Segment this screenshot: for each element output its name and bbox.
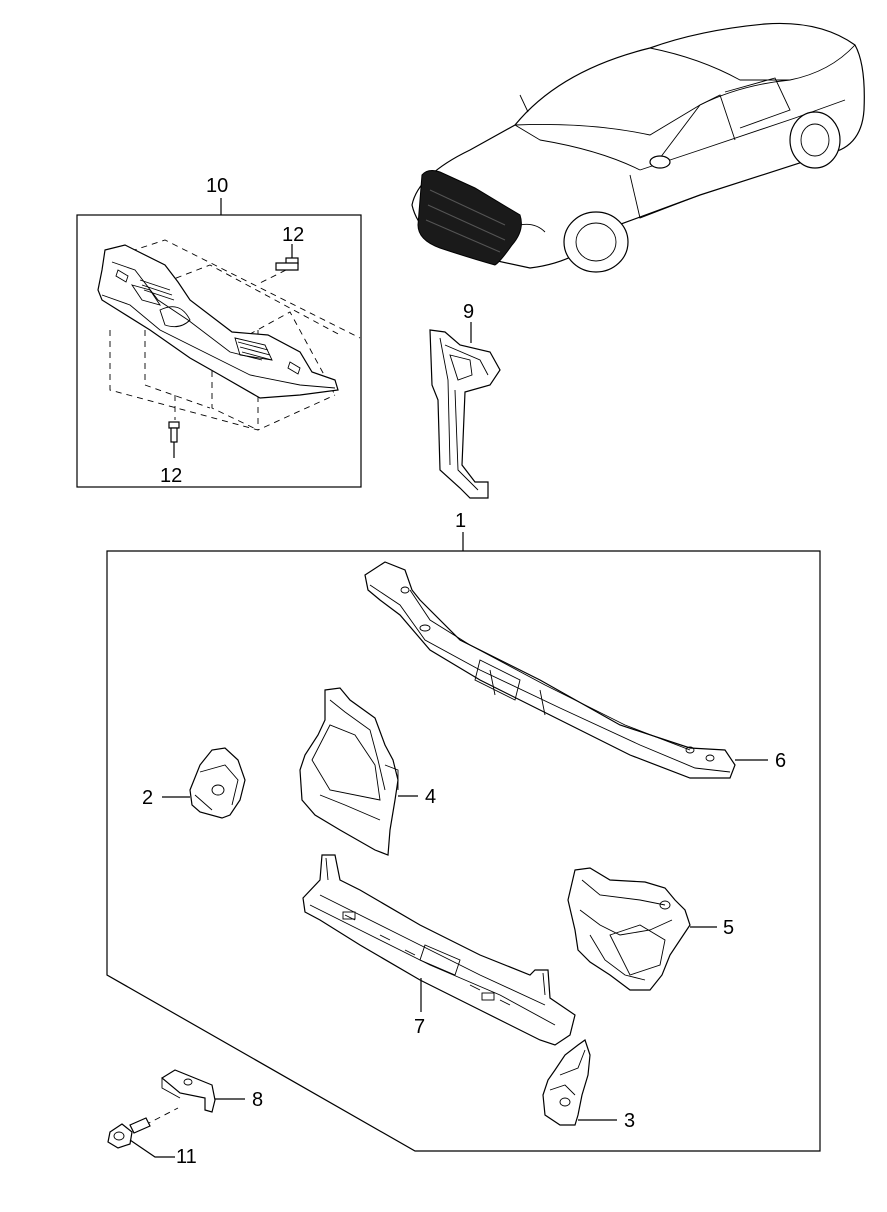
part-5-side-panel	[567, 867, 691, 991]
callout-10: 10	[206, 175, 228, 197]
dashed-guide-8-11	[144, 1107, 179, 1126]
assembly-box-1	[106, 532, 821, 1152]
part-6-upper-crossmember	[364, 561, 736, 779]
part-8-nut-plate	[160, 1069, 216, 1113]
highlighted-front-panel	[417, 170, 522, 266]
callout-9: 9	[463, 301, 474, 323]
callout-1: 1	[455, 510, 466, 532]
car-illustration	[411, 22, 865, 273]
part-3-bracket	[542, 1039, 591, 1126]
callout-11: 11	[176, 1146, 197, 1168]
callout-12-top: 12	[282, 224, 304, 246]
screw-12-top	[275, 244, 299, 271]
part-4-side-panel	[299, 687, 399, 856]
part-10-upper-cover	[97, 244, 339, 399]
part-11-bolt	[107, 1117, 151, 1149]
leader-11	[129, 1139, 175, 1158]
callout-7: 7	[414, 1016, 425, 1038]
callout-5: 5	[723, 917, 734, 939]
callout-2: 2	[142, 787, 153, 809]
callout-12-bottom: 12	[160, 465, 182, 487]
part-9-bracket	[429, 329, 501, 499]
callout-4: 4	[425, 786, 436, 808]
callout-6: 6	[775, 750, 786, 772]
assembly-box-10	[76, 198, 362, 488]
screw-12-bottom	[168, 421, 180, 458]
part-7-lower-crossmember	[302, 854, 576, 1046]
callout-8: 8	[252, 1089, 263, 1111]
part-2-bracket	[189, 747, 246, 819]
callout-3: 3	[624, 1110, 635, 1132]
